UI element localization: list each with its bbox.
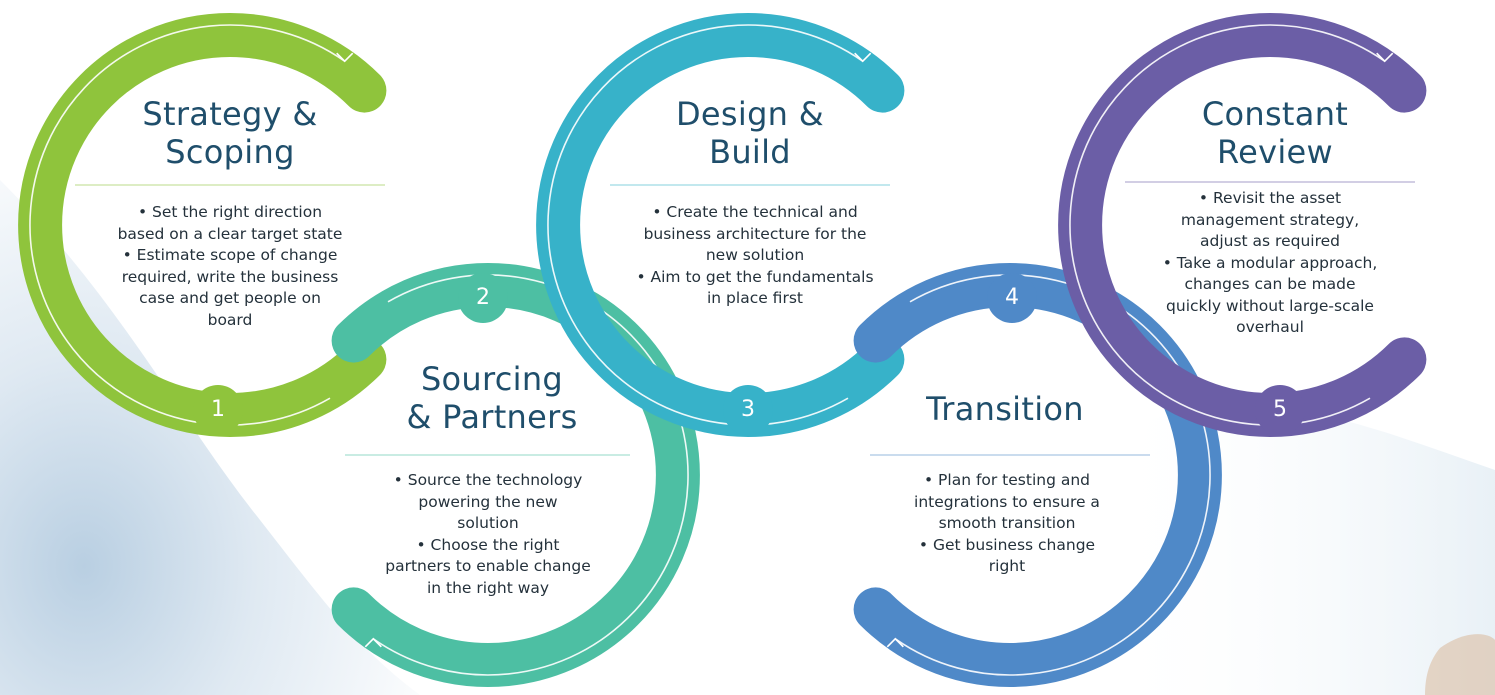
stage-description-line: adjust as required (1200, 232, 1340, 250)
stage-title-line: Strategy & (142, 95, 318, 133)
stage-description-line: • Take a modular approach, (1162, 253, 1378, 272)
step-number-badge-1: 1 (193, 385, 243, 435)
stage-description-line: • Revisit the asset (1198, 189, 1342, 207)
stage-description-line: board (207, 310, 253, 329)
stage-description-line: • Estimate scope of change (122, 246, 338, 264)
stage-description-line: quickly without large-scale (1166, 296, 1374, 315)
stage-description-5: • Revisit the asset management strategy, a… (1130, 188, 1410, 339)
stage-title-line: & Partners (406, 398, 578, 436)
stage-description-line: based on a clear target state (117, 224, 343, 243)
stage-description-line: case and get people on (139, 289, 321, 307)
stage-description-line: • Source the technology (393, 471, 583, 489)
stage-title-line: Sourcing (420, 360, 564, 398)
stage-description-3: • Create the technical and business archi… (615, 202, 895, 310)
stage-description-line: new solution (705, 246, 805, 264)
stage-description-line: powering the new (418, 492, 558, 511)
stage-description-line: required, write the business (121, 267, 339, 286)
step-number-badge-5: 5 (1255, 385, 1305, 435)
stage-description-line: in the right way (426, 578, 550, 597)
stage-description-line: solution (457, 514, 519, 532)
stage-title-1: Strategy &Scoping (130, 95, 330, 171)
stage-title-line: Build (709, 133, 791, 171)
stage-title-2: Sourcing& Partners (392, 360, 592, 436)
stage-description-line: right (988, 557, 1026, 575)
stage-description-line: integrations to ensure a (914, 492, 1100, 511)
stage-description-1: • Set the right direction based on a clea… (105, 202, 355, 331)
stage-description-line: partners to enable change (385, 557, 591, 575)
stage-description-line: • Set the right direction (137, 203, 323, 221)
stage-description-line: changes can be made (1184, 275, 1356, 293)
step-number-badge-4: 4 (987, 273, 1037, 323)
stage-description-line: smooth transition (938, 514, 1076, 532)
step-number-badge-3: 3 (723, 385, 773, 435)
stage-title-line: Transition (926, 390, 1084, 428)
stage-description-line: • Choose the right (416, 535, 560, 554)
stage-description-line: business architecture for the (643, 224, 867, 243)
stage-title-line: Scoping (165, 133, 295, 171)
stage-description-4: • Plan for testing and integrations to en… (872, 470, 1142, 578)
step-number-badge-2: 2 (458, 273, 508, 323)
stage-description-line: in place first (707, 289, 803, 307)
stage-description-line: • Create the technical and (652, 203, 858, 221)
stage-description-line: • Get business change (918, 535, 1096, 554)
stage-title-4: Transition (905, 390, 1105, 428)
stage-title-line: Review (1217, 133, 1333, 171)
stage-description-line: • Plan for testing and (923, 471, 1091, 489)
stage-title-line: Design & (675, 95, 824, 133)
stage-description-line: overhaul (1236, 318, 1304, 336)
stage-description-2: • Source the technology powering the new s… (370, 470, 606, 599)
stage-title-line: Constant (1201, 95, 1349, 133)
stage-description-line: • Aim to get the fundamentals (636, 267, 874, 286)
stage-description-line: management strategy, (1180, 210, 1360, 229)
stage-title-3: Design &Build (650, 95, 850, 171)
